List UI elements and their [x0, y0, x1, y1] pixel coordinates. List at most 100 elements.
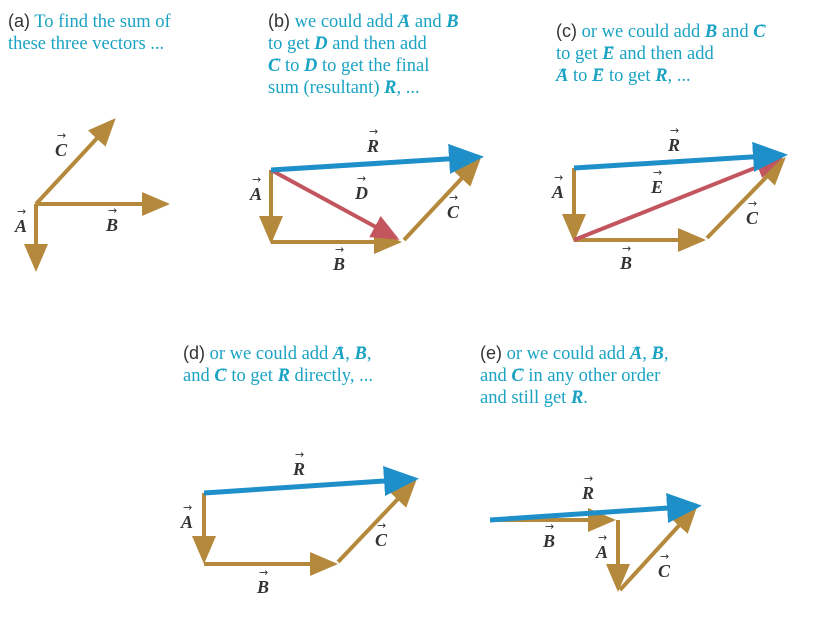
svg-text:→: →: [653, 166, 662, 179]
svg-text:→: →: [357, 172, 366, 185]
caption-a: (a) To find the sum of these three vecto…: [8, 10, 171, 55]
vector-d-arrow: [270, 168, 400, 240]
caption-text: sum (resultant): [268, 78, 380, 98]
label-r: →R: [292, 448, 305, 479]
vector-symbol: B: [355, 343, 367, 365]
svg-text:R: R: [292, 459, 305, 479]
caption-a-line1: To find the sum of: [34, 12, 171, 32]
svg-text:→: →: [622, 242, 631, 255]
svg-text:→: →: [449, 191, 458, 204]
vector-symbol: R: [655, 65, 667, 87]
vector-c-arrow: [34, 118, 116, 206]
vector-symbol: R: [278, 365, 290, 387]
svg-text:B: B: [256, 577, 269, 597]
svg-text:→: →: [259, 566, 268, 579]
svg-text:→: →: [183, 501, 192, 514]
caption-e: (e) or we could add A, B, and C in any o…: [480, 342, 668, 409]
vector-e-arrow: [573, 155, 784, 242]
vector-symbol: A: [556, 65, 568, 87]
caption-text: to: [284, 56, 300, 76]
svg-text:→: →: [748, 197, 757, 210]
svg-text:R: R: [366, 136, 379, 156]
vector-r-arrow: [203, 466, 419, 496]
svg-text:C: C: [447, 202, 460, 222]
label-a: →A: [595, 531, 608, 562]
caption-text: ,: [345, 344, 350, 364]
vector-symbol: R: [571, 387, 583, 409]
label-b: →B: [105, 204, 118, 235]
vector-r-arrow: [489, 493, 702, 523]
label-r: →R: [581, 472, 594, 503]
svg-text:→: →: [377, 519, 386, 532]
vector-symbol: R: [384, 77, 396, 99]
caption-text: and still get: [480, 388, 567, 408]
diagram-b: →R →D →A →C →B: [249, 125, 484, 274]
svg-text:C: C: [746, 208, 759, 228]
caption-c: (c) or we could add B and C to get E and…: [556, 20, 766, 87]
svg-text:A: A: [551, 182, 564, 202]
svg-text:→: →: [57, 129, 66, 142]
caption-text: to get: [608, 66, 651, 86]
svg-text:→: →: [584, 472, 593, 485]
svg-text:→: →: [335, 243, 344, 256]
svg-text:→: →: [369, 125, 378, 138]
panel-tag-d: (d): [183, 343, 205, 363]
vector-symbol: E: [602, 43, 614, 65]
label-r: →R: [667, 124, 680, 155]
svg-text:→: →: [545, 520, 554, 533]
label-c: →C: [375, 519, 388, 550]
caption-text: to get: [231, 366, 273, 386]
svg-text:B: B: [332, 254, 345, 274]
panel-tag-e: (e): [480, 343, 502, 363]
label-r: →R: [366, 125, 379, 156]
panel-tag-c: (c): [556, 21, 577, 41]
label-d: →D: [354, 172, 368, 203]
caption-text: and: [414, 12, 442, 32]
vector-symbol: C: [511, 365, 523, 387]
caption-text: ,: [642, 344, 647, 364]
svg-text:B: B: [619, 253, 632, 273]
label-b: →B: [619, 242, 632, 273]
svg-text:C: C: [658, 561, 671, 581]
vector-r-arrow: [573, 141, 788, 172]
caption-text: and: [480, 366, 507, 386]
diagram-e: →R →B →A →C: [489, 472, 702, 592]
svg-text:A: A: [180, 512, 193, 532]
vector-symbol: A: [333, 343, 345, 365]
caption-text: and then add: [332, 34, 427, 54]
svg-text:R: R: [581, 483, 594, 503]
svg-text:A: A: [249, 184, 262, 204]
vector-symbol: B: [652, 343, 664, 365]
diagram-c: →R →E →A →C →B: [551, 124, 788, 273]
label-c: →C: [658, 550, 671, 581]
diagram-a: →C →B →A: [14, 118, 170, 272]
caption-text: , ...: [396, 78, 420, 98]
vector-symbol: E: [592, 65, 604, 87]
caption-text: or we could add: [506, 344, 626, 364]
label-c: →C: [746, 197, 759, 228]
label-b: →B: [332, 243, 345, 274]
vector-symbol: D: [304, 55, 317, 77]
label-b: →B: [542, 520, 555, 551]
svg-text:→: →: [17, 205, 26, 218]
svg-text:→: →: [660, 550, 669, 563]
caption-text: ,: [366, 344, 372, 364]
svg-text:→: →: [598, 531, 607, 544]
svg-text:→: →: [108, 204, 117, 217]
svg-text:A: A: [14, 216, 27, 236]
label-a: →A: [551, 171, 564, 202]
vector-symbol: C: [214, 365, 226, 387]
svg-text:→: →: [554, 171, 563, 184]
svg-text:B: B: [542, 531, 555, 551]
caption-text: to get the final: [321, 56, 430, 76]
caption-a-line2: these three vectors ...: [8, 34, 165, 54]
vector-symbol: C: [753, 21, 765, 43]
caption-text: directly, ...: [294, 366, 373, 386]
caption-text: and: [183, 366, 210, 386]
svg-text:A: A: [595, 542, 608, 562]
caption-text: or we could add: [209, 344, 329, 364]
svg-text:E: E: [650, 177, 663, 197]
caption-text: ,: [663, 344, 669, 364]
caption-text: to: [572, 66, 588, 86]
